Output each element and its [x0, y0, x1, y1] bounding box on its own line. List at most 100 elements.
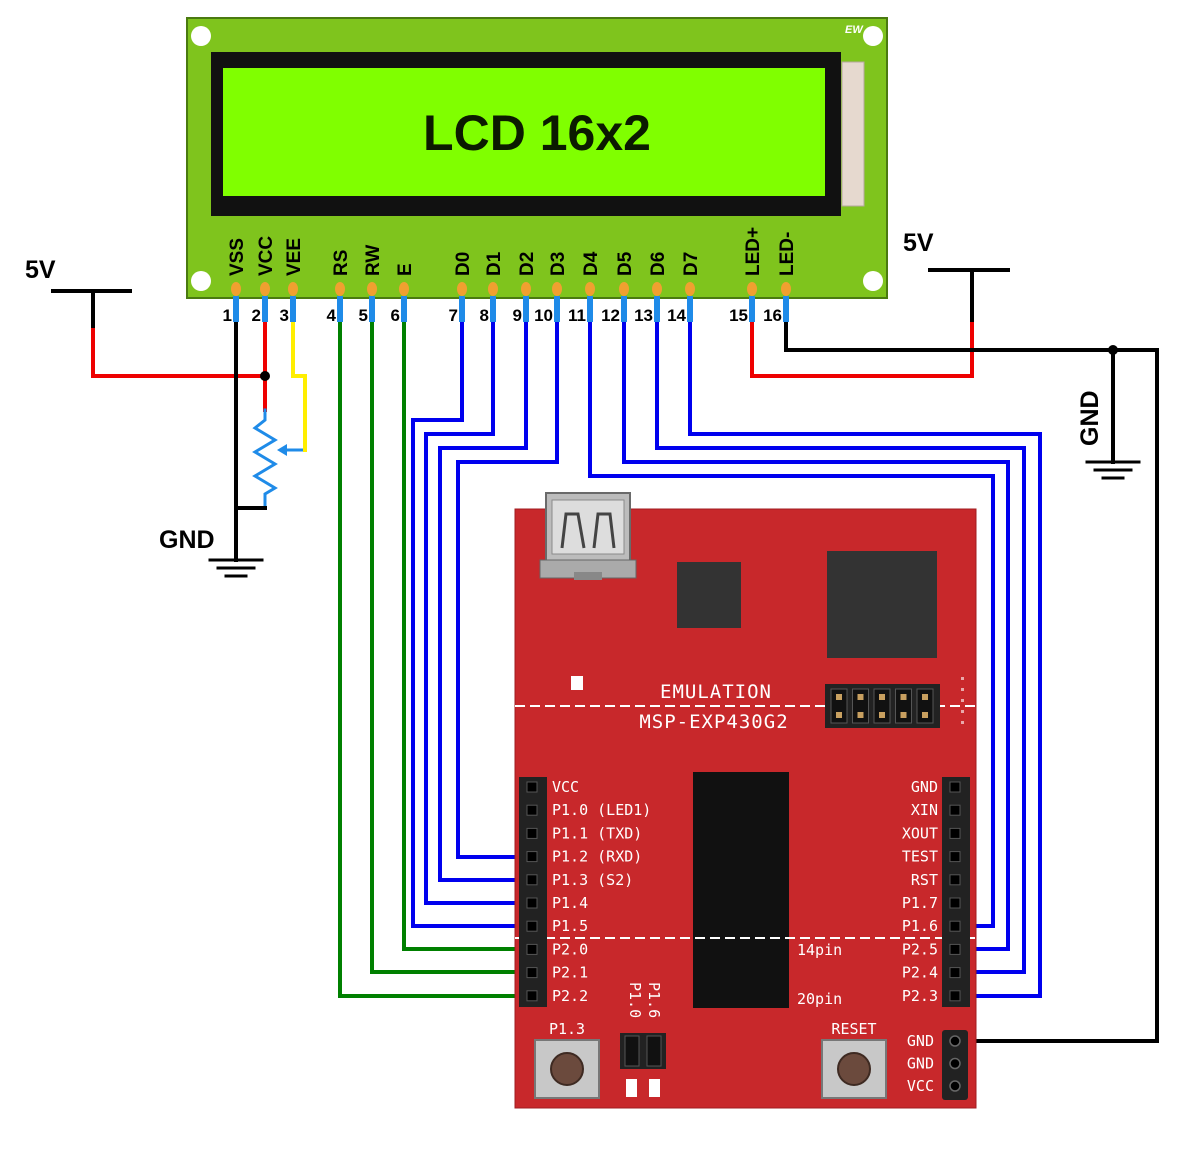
wire-d2-p13: [438, 318, 529, 882]
right-header-pin[interactable]: [949, 781, 961, 793]
power-header-pin-label: GND: [907, 1032, 934, 1050]
left-header-pin[interactable]: [526, 897, 538, 909]
left-header-pin-label: P1.0 (LED1): [552, 801, 651, 819]
wire-rw-p21: [370, 318, 529, 974]
left-header-pin[interactable]: [526, 781, 538, 793]
left-header-pin-label: P1.3 (S2): [552, 871, 633, 889]
lcd-pin-number: 9: [513, 306, 522, 325]
wire-rs-p22: [338, 318, 529, 998]
wire-e-p20: [402, 318, 529, 951]
header-pins: [526, 781, 961, 1002]
board-name: MSP-EXP430G2: [639, 711, 788, 733]
emulation-jumper[interactable]: [873, 688, 891, 724]
wire-vee-wiper: [291, 318, 307, 452]
emulation-chip-small: [677, 562, 741, 628]
right-header-pin[interactable]: [949, 827, 961, 839]
lcd-pin-6-pad: [399, 282, 409, 296]
left-header-pin[interactable]: [526, 804, 538, 816]
emulation-jumper[interactable]: [852, 688, 869, 724]
power-header-pin-label: VCC: [907, 1077, 934, 1095]
lcd-pin-4-pad: [335, 282, 345, 296]
lcd-title: LCD 16x2: [423, 105, 651, 161]
right-header-pin-label: P2.5: [902, 940, 938, 958]
right-header-pin[interactable]: [949, 920, 961, 932]
lcd-pin-9-stub: [523, 296, 529, 322]
left-header-pin[interactable]: [526, 874, 538, 886]
lcd-pin-label: RS: [331, 250, 352, 276]
lcd-pin-number: 8: [480, 306, 489, 325]
lcd-pin-5-stub: [369, 296, 375, 322]
left-header-pin[interactable]: [526, 943, 538, 955]
emulation-label: EMULATION: [660, 681, 772, 703]
lcd-mounting-hole: [191, 271, 211, 291]
left-header-pin[interactable]: [526, 967, 538, 979]
emulation-jumper[interactable]: [916, 688, 934, 724]
lcd-pin-label: LED+: [743, 227, 764, 276]
emulation-jumper-block: [825, 684, 940, 728]
left-header-pin[interactable]: [526, 920, 538, 932]
lcd-pin-label: D0: [453, 252, 474, 276]
right-header-pin[interactable]: [949, 851, 961, 863]
left-header-pin[interactable]: [526, 827, 538, 839]
emulation-jumper-pin: [900, 694, 907, 700]
emulation-jumper[interactable]: [895, 688, 912, 724]
lcd-pin-number: 5: [359, 306, 368, 325]
lcd-pin-number: 4: [327, 306, 337, 325]
lcd-pin-8-stub: [490, 296, 496, 322]
gnd-junction-right: [1108, 345, 1118, 355]
lcd-mounting-hole: [191, 26, 211, 46]
lcd-pin-8-pad: [488, 282, 498, 296]
lcd-pin-label: VSS: [227, 238, 248, 276]
wires: [51, 268, 1159, 1043]
emulation-jumper-pin: [922, 712, 928, 718]
right-header-pin[interactable]: [949, 967, 961, 979]
right-header-pin[interactable]: [949, 874, 961, 886]
lcd-pin-3-pad: [288, 282, 298, 296]
lcd-pin-label: VCC: [256, 236, 277, 276]
emulation-jumper-pin: [922, 694, 928, 700]
lcd-pin-7-pad: [457, 282, 467, 296]
lcd-pin-number: 11: [568, 306, 586, 325]
mcu-socket: [693, 772, 789, 1008]
power-header-pin[interactable]: [949, 1080, 961, 1092]
left-header-pin-label: P2.0: [552, 940, 588, 958]
power-header-pin[interactable]: [949, 1035, 961, 1047]
power-header-pin[interactable]: [949, 1057, 961, 1070]
button-reset[interactable]: [821, 1039, 887, 1099]
emulation-dots: [961, 677, 964, 724]
right-header-pin[interactable]: [949, 943, 961, 955]
lcd-pin-number: 6: [391, 306, 400, 325]
left-header-pin[interactable]: [526, 990, 538, 1002]
right-header-pin-label: P2.4: [902, 964, 938, 982]
small-component: [571, 676, 583, 690]
lcd-pin-16-stub: [783, 296, 789, 322]
potentiometer: [252, 408, 307, 510]
left-header-pin[interactable]: [526, 851, 538, 863]
emulation-jumper-pin: [857, 712, 864, 718]
lcd-pin-2-stub: [262, 296, 268, 322]
right-header-pin[interactable]: [949, 897, 961, 909]
left-header-pin-label: P1.4: [552, 894, 588, 912]
wire-d6-p24: [655, 318, 1026, 974]
button-p13[interactable]: [534, 1039, 600, 1099]
led-jumpers[interactable]: [620, 1033, 666, 1097]
left-header-pin-label: VCC: [552, 778, 579, 796]
lcd-pin-number: 10: [534, 306, 553, 325]
vcc-junction: [260, 371, 270, 381]
label-5v-left: 5V: [25, 256, 56, 284]
emulation-jumper[interactable]: [830, 688, 848, 724]
lcd-pin-label: D3: [548, 252, 569, 276]
right-header-pin[interactable]: [949, 804, 961, 816]
right-header-pin[interactable]: [949, 990, 961, 1002]
lcd-pin-label: D4: [581, 251, 602, 276]
emulation-chip-large: [827, 551, 937, 658]
usb-connector: [539, 492, 637, 580]
emulation-jumper-pin: [879, 694, 885, 700]
button-p13-label: P1.3: [549, 1020, 585, 1038]
